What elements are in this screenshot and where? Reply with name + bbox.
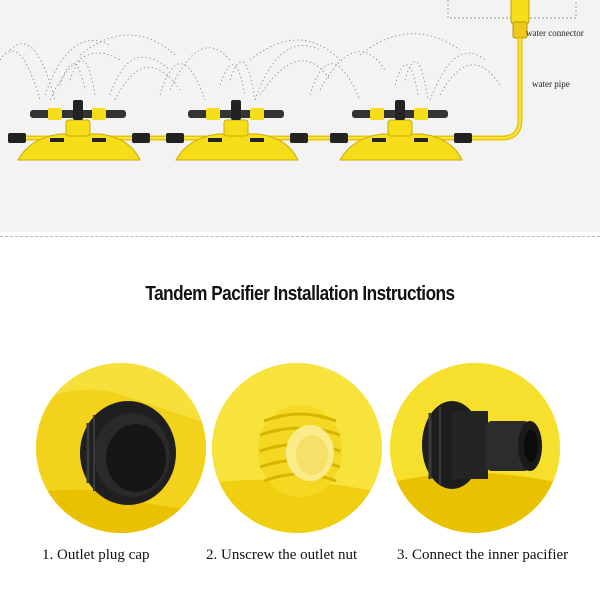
water-connector-nut [512, 21, 528, 39]
photo-outlet-plug-cap [36, 363, 206, 533]
step-3-caption: 3. Connect the inner pacifier [397, 547, 569, 563]
water-pipe-highlight [20, 38, 521, 139]
page-title: Tandem Pacifier Installation Instruction… [145, 283, 455, 305]
sprinkler-3 [330, 100, 472, 161]
inner-pacifier-image [390, 363, 560, 533]
water-connector [510, 0, 530, 25]
photo-inner-pacifier [390, 363, 560, 533]
outlet-plug-cap-image [36, 363, 206, 533]
section-divider [0, 236, 600, 237]
photo-outlet-nut [212, 363, 382, 533]
step-2-caption: 2. Unscrew the outlet nut [206, 547, 358, 563]
sprinkler-1 [8, 100, 150, 161]
sprinkler-diagram-art [0, 0, 577, 161]
sprinkler-2 [166, 100, 308, 161]
sprinkler-diagram: water connector water pipe [0, 0, 600, 232]
outlet-nut-image [212, 363, 382, 533]
water-pipe-label: water pipe [532, 79, 570, 89]
water-connector-label: water connector [526, 28, 584, 38]
water-pipe [20, 38, 523, 141]
step-1-caption: 1. Outlet plug cap [42, 547, 150, 563]
water-spray [0, 33, 501, 101]
